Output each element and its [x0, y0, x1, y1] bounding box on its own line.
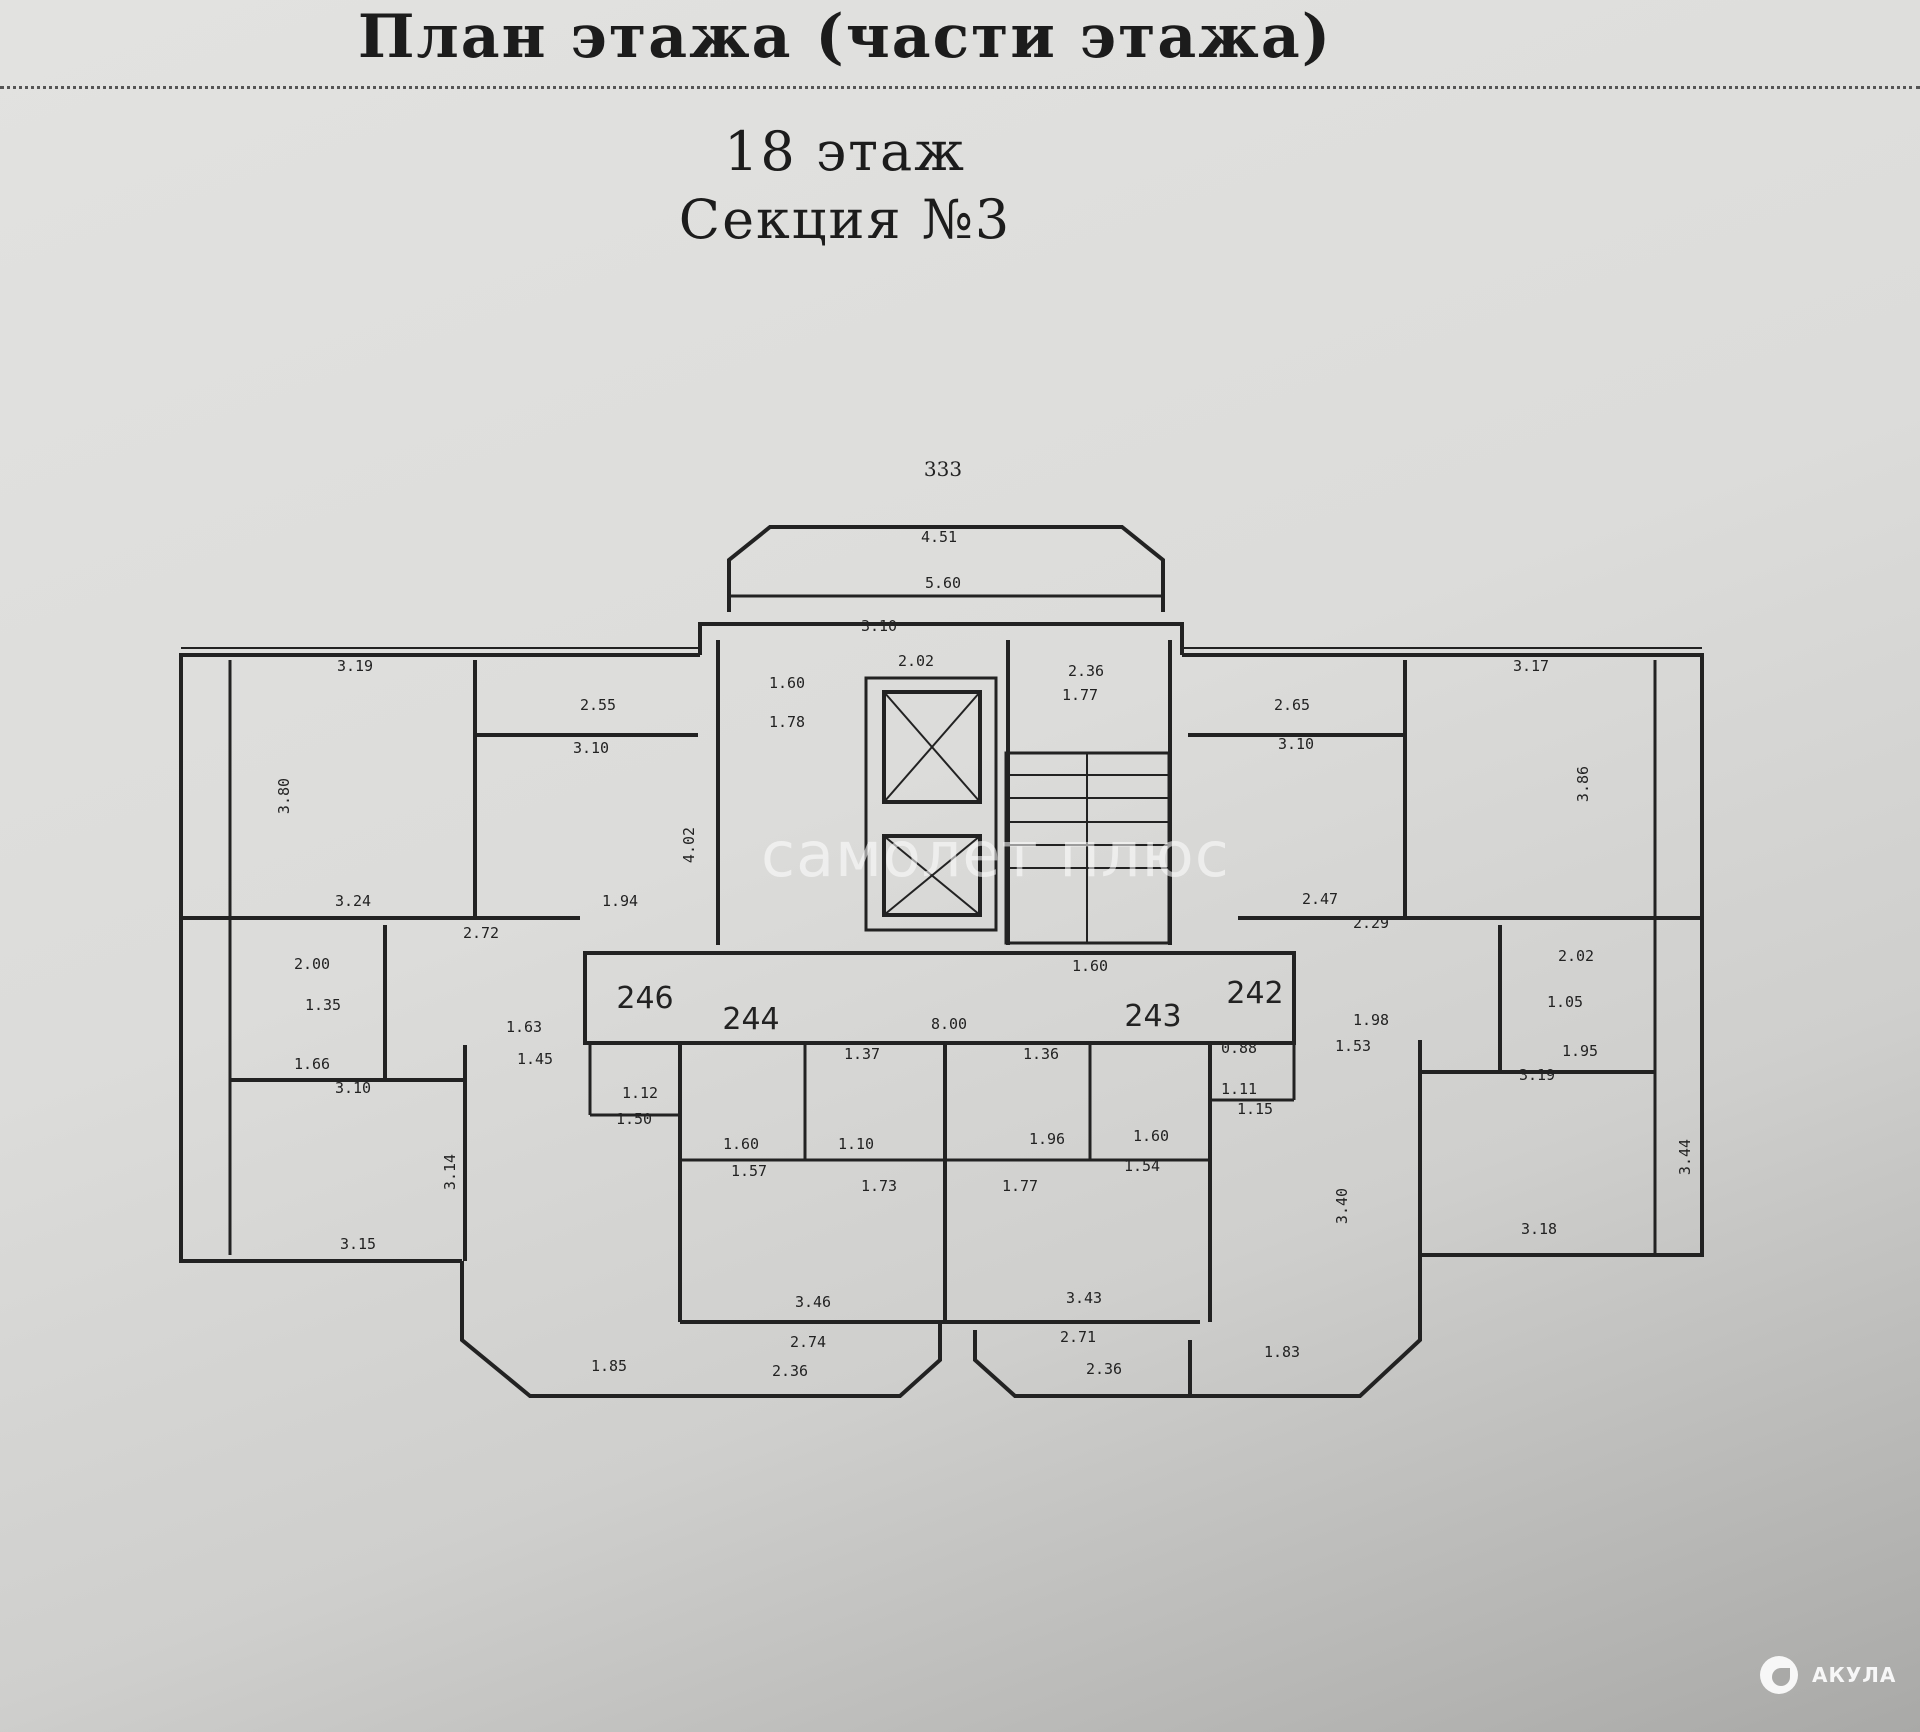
dimension-label: 1.94: [602, 892, 638, 910]
akula-label: АКУЛА: [1812, 1663, 1897, 1687]
dimension-label: 1.96: [1029, 1130, 1065, 1148]
dimension-label: 1.54: [1124, 1157, 1160, 1175]
dimension-label: 4.02: [680, 827, 698, 863]
dimension-label: 1.98: [1353, 1011, 1389, 1029]
outer-wall-left: [179, 653, 700, 1263]
dimension-label: 3.10: [335, 1079, 371, 1097]
corridor: [583, 951, 1296, 1045]
dimension-label: 3.19: [1519, 1066, 1555, 1084]
dimension-label: 1.37: [844, 1045, 880, 1063]
corridor-mark: 244: [722, 1002, 779, 1037]
bottom-bay-right: [1190, 1255, 1422, 1398]
dimension-label: 1.60: [769, 674, 805, 692]
dimension-label: 2.47: [1302, 890, 1338, 908]
plan-top-label: 333: [924, 457, 962, 481]
dimension-label: 1.77: [1002, 1177, 1038, 1195]
dimension-label: 2.02: [1558, 947, 1594, 965]
dimension-label: 1.73: [861, 1177, 897, 1195]
dimension-label: 1.50: [616, 1110, 652, 1128]
dimension-label: 1.35: [305, 996, 341, 1014]
dimension-label: 2.36: [772, 1362, 808, 1380]
shark-logo-icon: [1760, 1656, 1798, 1694]
dimension-label: 1.36: [1023, 1045, 1059, 1063]
dimension-label: 3.80: [275, 778, 293, 814]
dimension-label: 1.83: [1264, 1343, 1300, 1361]
dimension-label: 2.00: [294, 955, 330, 973]
dimension-label: 3.10: [1278, 735, 1314, 753]
dimension-label: 1.15: [1237, 1100, 1273, 1118]
dimension-label: 3.17: [1513, 657, 1549, 675]
dimension-label: 0.88: [1221, 1039, 1257, 1057]
dimension-label: 3.43: [1066, 1289, 1102, 1307]
dimension-label: 3.10: [861, 617, 897, 635]
dimension-label: 2.74: [790, 1333, 826, 1351]
dimension-label: 2.36: [1086, 1360, 1122, 1378]
dimension-label: 3.40: [1333, 1188, 1351, 1224]
dimension-label: 1.05: [1547, 993, 1583, 1011]
corridor-mark: 242: [1226, 976, 1283, 1011]
dimension-label: 1.85: [591, 1357, 627, 1375]
floor-label: 18 этаж: [724, 120, 966, 183]
dimension-label: 1.60: [1072, 957, 1108, 975]
dimension-label: 1.78: [769, 713, 805, 731]
dimension-label: 1.57: [731, 1162, 767, 1180]
outer-wall-right: [1182, 653, 1704, 1257]
dimension-label: 2.29: [1353, 914, 1389, 932]
dimension-label: 2.36: [1068, 662, 1104, 680]
dimension-label: 1.11: [1221, 1080, 1257, 1098]
dimension-label: 1.66: [294, 1055, 330, 1073]
dimension-label: 3.46: [795, 1293, 831, 1311]
dimension-label: 2.65: [1274, 696, 1310, 714]
dimension-label: 1.77: [1062, 686, 1098, 704]
bottom-bay-mid: [973, 1330, 1192, 1398]
dimension-label: 3.86: [1574, 766, 1592, 802]
elevator-1: [882, 690, 982, 804]
dimension-label: 1.95: [1562, 1042, 1598, 1060]
section-label: Секция №3: [678, 188, 1012, 251]
core-wall: [698, 622, 1184, 655]
dimension-label: 3.14: [441, 1154, 459, 1190]
corridor-mark: 246: [616, 981, 673, 1016]
dimension-label: 1.53: [1335, 1037, 1371, 1055]
corridor-mark: 243: [1124, 999, 1181, 1034]
dimension-label: 8.00: [931, 1015, 967, 1033]
dimension-label: 3.19: [337, 657, 373, 675]
dimension-label: 4.51: [921, 528, 957, 546]
dimension-label: 3.44: [1676, 1139, 1694, 1175]
bottom-bay-left: [460, 1261, 942, 1398]
dimension-label: 2.72: [463, 924, 499, 942]
dimension-label: 2.02: [898, 652, 934, 670]
dimension-label: 1.60: [1133, 1127, 1169, 1145]
akula-brand: АКУЛА: [1760, 1656, 1896, 1694]
dimension-label: 1.45: [517, 1050, 553, 1068]
dimension-label: 3.10: [573, 739, 609, 757]
dimension-label: 3.18: [1521, 1220, 1557, 1238]
dimension-label: 1.12: [622, 1084, 658, 1102]
top-bay-wall: [727, 525, 1165, 612]
dimension-label: 1.60: [723, 1135, 759, 1153]
dimension-label: 3.15: [340, 1235, 376, 1253]
dimension-label: 1.10: [838, 1135, 874, 1153]
dimension-label: 1.63: [506, 1018, 542, 1036]
dimension-label: 3.24: [335, 892, 371, 910]
elevator-2: [882, 834, 982, 917]
dimension-label: 2.55: [580, 696, 616, 714]
title-divider: [0, 86, 1920, 89]
dimension-label: 5.60: [925, 574, 961, 592]
document-title: План этажа (части этажа): [357, 2, 1333, 72]
watermark-samolet: самолет плюс: [761, 818, 1230, 891]
dimension-label: 2.71: [1060, 1328, 1096, 1346]
